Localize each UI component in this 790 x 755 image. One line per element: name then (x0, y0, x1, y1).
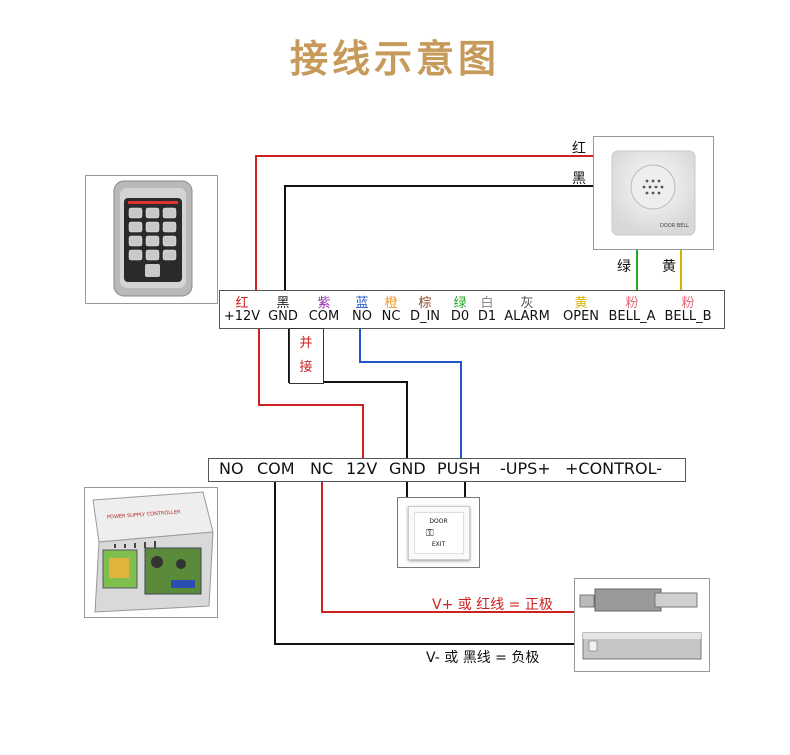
reader-terminal-strip (219, 290, 725, 329)
bell-red-label: 红 (572, 141, 586, 157)
psu-com: COM (257, 459, 295, 478)
exit-button-image: DOOR ⚿ EXIT (397, 497, 480, 568)
doorbell-image: DOOR BELL (593, 136, 714, 250)
terminal-label-11: BELL_B (664, 309, 712, 324)
power-supply-image: POWER SUPPLY CONTROLLER (84, 487, 218, 618)
terminal-color-11: 粉 (681, 296, 695, 311)
psu-nc: NC (310, 459, 334, 478)
terminal-label-9: OPEN (562, 309, 600, 324)
terminal-label-6: D0 (450, 309, 470, 324)
psu-push: PUSH (437, 459, 481, 478)
terminal-label-7: D1 (477, 309, 497, 324)
bridge-note-box (289, 328, 324, 384)
terminal-color-2: 紫 (317, 296, 331, 311)
psu-no: NO (219, 459, 244, 478)
bridge-note-2: 接 (299, 360, 313, 375)
key-icon: ⚿ (426, 528, 434, 539)
lock-negative-label: V- 或 黑线 = 负极 (426, 650, 540, 666)
terminal-color-1: 黑 (276, 296, 290, 311)
red-wire-lock (321, 480, 574, 613)
doorbell-brand: DOOR BELL (660, 223, 689, 229)
terminal-label-3: NO (352, 309, 372, 324)
black-wire-lock (274, 480, 574, 645)
psu-gnd: GND (389, 459, 426, 478)
exit-button-exit-text: EXIT (431, 541, 446, 548)
bell-yellow-label: 黄 (662, 259, 676, 275)
bridge-note-1: 并 (299, 336, 313, 351)
terminal-label-10: BELL_A (608, 309, 656, 324)
terminal-color-4: 橙 (384, 296, 398, 311)
terminal-label-2: COM (308, 309, 340, 324)
terminal-label-8: ALARM (504, 309, 550, 324)
magnetic-lock-image (574, 578, 710, 672)
terminal-color-10: 粉 (625, 296, 639, 311)
lock-positive-label: V+ 或 红线 = 正极 (432, 597, 553, 613)
page-title: 接线示意图 (289, 37, 500, 81)
terminal-color-9: 黄 (574, 296, 588, 311)
terminal-color-3: 蓝 (355, 296, 369, 311)
terminal-color-7: 白 (480, 296, 494, 311)
terminal-color-8: 灰 (520, 296, 534, 311)
black-wire-bell (284, 185, 593, 290)
terminal-label-0: +12V (223, 309, 261, 324)
bell-green-label: 绿 (617, 259, 631, 275)
psu-terminal-strip (208, 458, 686, 482)
terminal-label-1: GND (268, 309, 298, 324)
blue-wire-no (359, 327, 462, 458)
exit-button-door-text: DOOR (429, 518, 448, 525)
red-wire-bell (255, 155, 593, 290)
psu-12v: 12V (346, 459, 378, 478)
terminal-color-5: 棕 (418, 296, 432, 311)
psu-control: +CONTROL- (565, 459, 663, 478)
red-wire-12v (258, 327, 364, 458)
terminal-label-5: D_IN (409, 309, 441, 324)
terminal-label-4: NC (381, 309, 401, 324)
terminal-color-6: 绿 (453, 296, 467, 311)
keypad-reader-image (85, 175, 218, 304)
bell-black-label: 黑 (572, 171, 586, 187)
psu-ups: -UPS+ (500, 459, 551, 478)
terminal-color-0: 红 (235, 296, 249, 311)
